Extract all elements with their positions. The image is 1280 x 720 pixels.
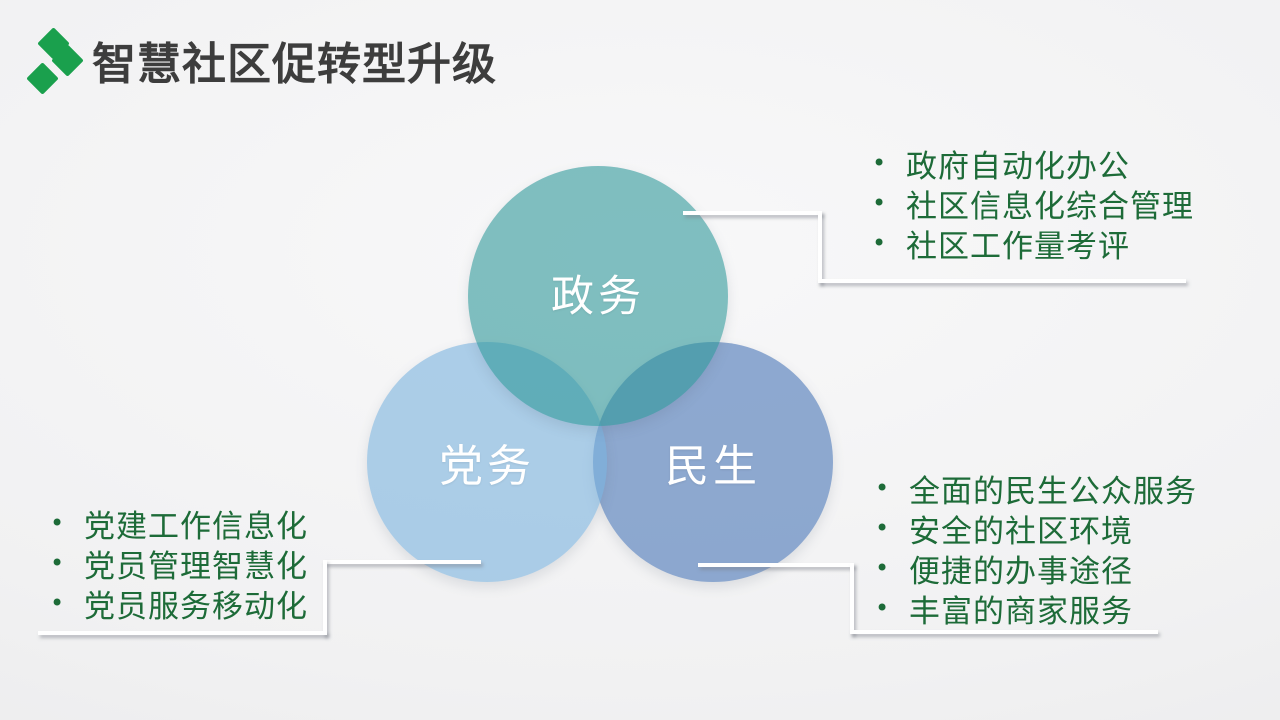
bullet-text: 党建工作信息化 — [84, 508, 308, 545]
leader-line-party-vertical — [323, 560, 327, 635]
bullet-item: • 丰富的商家服务 — [875, 588, 1197, 630]
bullet-icon: • — [872, 229, 887, 257]
leader-line-gov-horizontal — [683, 211, 822, 215]
bullet-text: 安全的社区环境 — [909, 513, 1133, 550]
callout-livelihood-list: • 全面的民生公众服务 • 安全的社区环境 • 便捷的办事途径 • 丰富的商家服务 — [875, 468, 1197, 630]
circle-label-minsheng: 民生 — [665, 441, 761, 492]
bullet-icon: • — [50, 549, 65, 577]
callout-gov-list: • 政府自动化办公 • 社区信息化综合管理 • 社区工作量考评 — [872, 143, 1194, 265]
leader-line-livelihood-underline — [850, 630, 1158, 634]
diamond-bottom-icon — [26, 62, 59, 95]
bullet-item: • 党建工作信息化 — [50, 503, 308, 545]
bullet-item: • 全面的民生公众服务 — [875, 468, 1197, 510]
bullet-item: • 政府自动化办公 — [872, 143, 1194, 185]
three-diamonds-icon — [0, 0, 100, 110]
leader-line-party-horizontal — [323, 560, 481, 564]
bullet-item: • 社区信息化综合管理 — [872, 183, 1194, 225]
bullet-icon: • — [50, 509, 65, 537]
circle-label-zhengwu: 政务 — [551, 272, 645, 322]
leader-line-livelihood-vertical — [850, 563, 854, 634]
bullet-text: 政府自动化办公 — [906, 148, 1130, 185]
bullet-item: • 党员管理智慧化 — [50, 543, 308, 585]
bullet-text: 党员管理智慧化 — [84, 548, 308, 585]
bullet-text: 社区信息化综合管理 — [906, 188, 1194, 225]
page-title: 智慧社区促转型升级 — [92, 39, 497, 90]
bullet-item: • 社区工作量考评 — [872, 223, 1194, 265]
bullet-icon: • — [875, 474, 890, 502]
bullet-icon: • — [872, 149, 887, 177]
bullet-icon: • — [50, 589, 65, 617]
bullet-item: • 安全的社区环境 — [875, 508, 1197, 550]
bullet-text: 便捷的办事途径 — [909, 553, 1133, 590]
leader-line-gov-underline — [818, 279, 1186, 283]
bullet-item: • 便捷的办事途径 — [875, 548, 1197, 590]
circle-zhengwu: 政务 — [468, 166, 728, 426]
leader-line-livelihood-horizontal — [698, 563, 854, 567]
bullet-text: 丰富的商家服务 — [909, 593, 1133, 630]
leader-line-gov-vertical — [818, 211, 822, 283]
bullet-text: 社区工作量考评 — [906, 228, 1130, 265]
bullet-icon: • — [872, 189, 887, 217]
bullet-icon: • — [875, 594, 890, 622]
bullet-text: 党员服务移动化 — [84, 588, 308, 625]
leader-line-party-underline — [38, 631, 327, 635]
bullet-text: 全面的民生公众服务 — [909, 473, 1197, 510]
bullet-icon: • — [875, 514, 890, 542]
callout-party-list: • 党建工作信息化 • 党员管理智慧化 • 党员服务移动化 — [50, 503, 308, 625]
circle-label-dangwu: 党务 — [439, 441, 535, 492]
bullet-item: • 党员服务移动化 — [50, 583, 308, 625]
bullet-icon: • — [875, 554, 890, 582]
